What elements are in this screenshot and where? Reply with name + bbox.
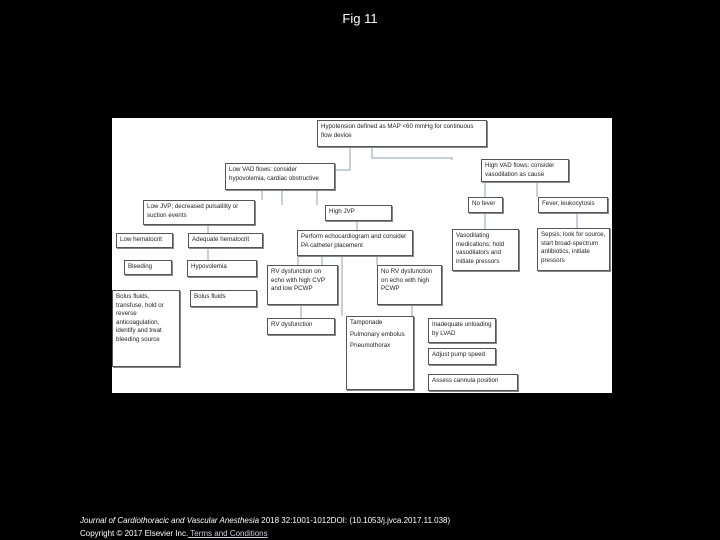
vasodilating-box: Vasodilating medications; hold vasodilat… [452, 229, 519, 271]
rv-dysfunction-echo-box: RV dysfunction on echo with high CVP and… [267, 265, 338, 305]
low-jvp-box: Low JVP; decreased pulsatility or suctio… [143, 200, 255, 225]
copyright-text: Copyright © 2017 Elsevier Inc. [80, 529, 189, 538]
pneumothorax-text: Pneumothorax [350, 342, 391, 349]
high-vad-box: High VAD flows: consider vasodilation as… [481, 159, 569, 182]
fever-box: Fever, leukocytosis [538, 197, 608, 213]
root-box: Hypotension defined as MAP <60 mmHg for … [317, 120, 487, 147]
bolus-fluids-box: Bolus fluids [190, 290, 257, 307]
hypovolemia-box: Hypovolemia [187, 260, 257, 277]
high-jvp-box: High JVP [325, 205, 392, 221]
citation-footer: Journal of Cardiothoracic and Vascular A… [80, 514, 450, 540]
inadequate-unloading-box: Inadequate unloading by LVAD [428, 318, 496, 343]
terms-link[interactable]: Terms and Conditions [188, 529, 268, 538]
bleeding-box: Bleeding [124, 260, 172, 275]
connector [334, 146, 351, 171]
assess-cannula-box: Assess cannula position [428, 374, 518, 391]
citation-text: 2018 32:1001-1012DOI: (10.1053/j.jvca.20… [259, 516, 451, 525]
adjust-pump-box: Adjust pump speed [428, 348, 496, 365]
no-fever-box: No fever [468, 197, 503, 213]
adequate-hematocrit-box: Adequate hematocrit [188, 233, 263, 248]
no-rv-dysfunction-box: No RV dysfunction on echo with high PCWP [377, 265, 442, 305]
sepsis-box: Sepsis; look for source, start broad-spe… [537, 228, 610, 271]
tamponade-text: Tamponade [350, 319, 383, 326]
low-vad-box: Low VAD flows: consider hypovolemia, car… [225, 163, 335, 190]
connector [261, 189, 283, 205]
echo-box: Perform echocardiogram and consider PA c… [297, 230, 413, 256]
connector [484, 213, 578, 229]
bleeding-treatment-box: Bolus fluids, transfuse, hold or reverse… [112, 290, 180, 367]
obstructive-causes-box: Tamponade Pulmonary embolus Pneumothorax [346, 316, 414, 390]
connector [371, 146, 453, 160]
journal-name: Journal of Cardiothoracic and Vascular A… [80, 516, 260, 525]
flowchart-figure: Hypotension defined as MAP <60 mmHg for … [112, 118, 612, 393]
pulmonary-embolus-text: Pulmonary embolus [350, 330, 405, 338]
rv-dysfunction-box: RV dysfunction [267, 318, 335, 335]
connector [321, 256, 378, 316]
slide-title: Fig 11 [342, 11, 378, 26]
low-hematocrit-box: Low hematocrit [116, 233, 173, 248]
